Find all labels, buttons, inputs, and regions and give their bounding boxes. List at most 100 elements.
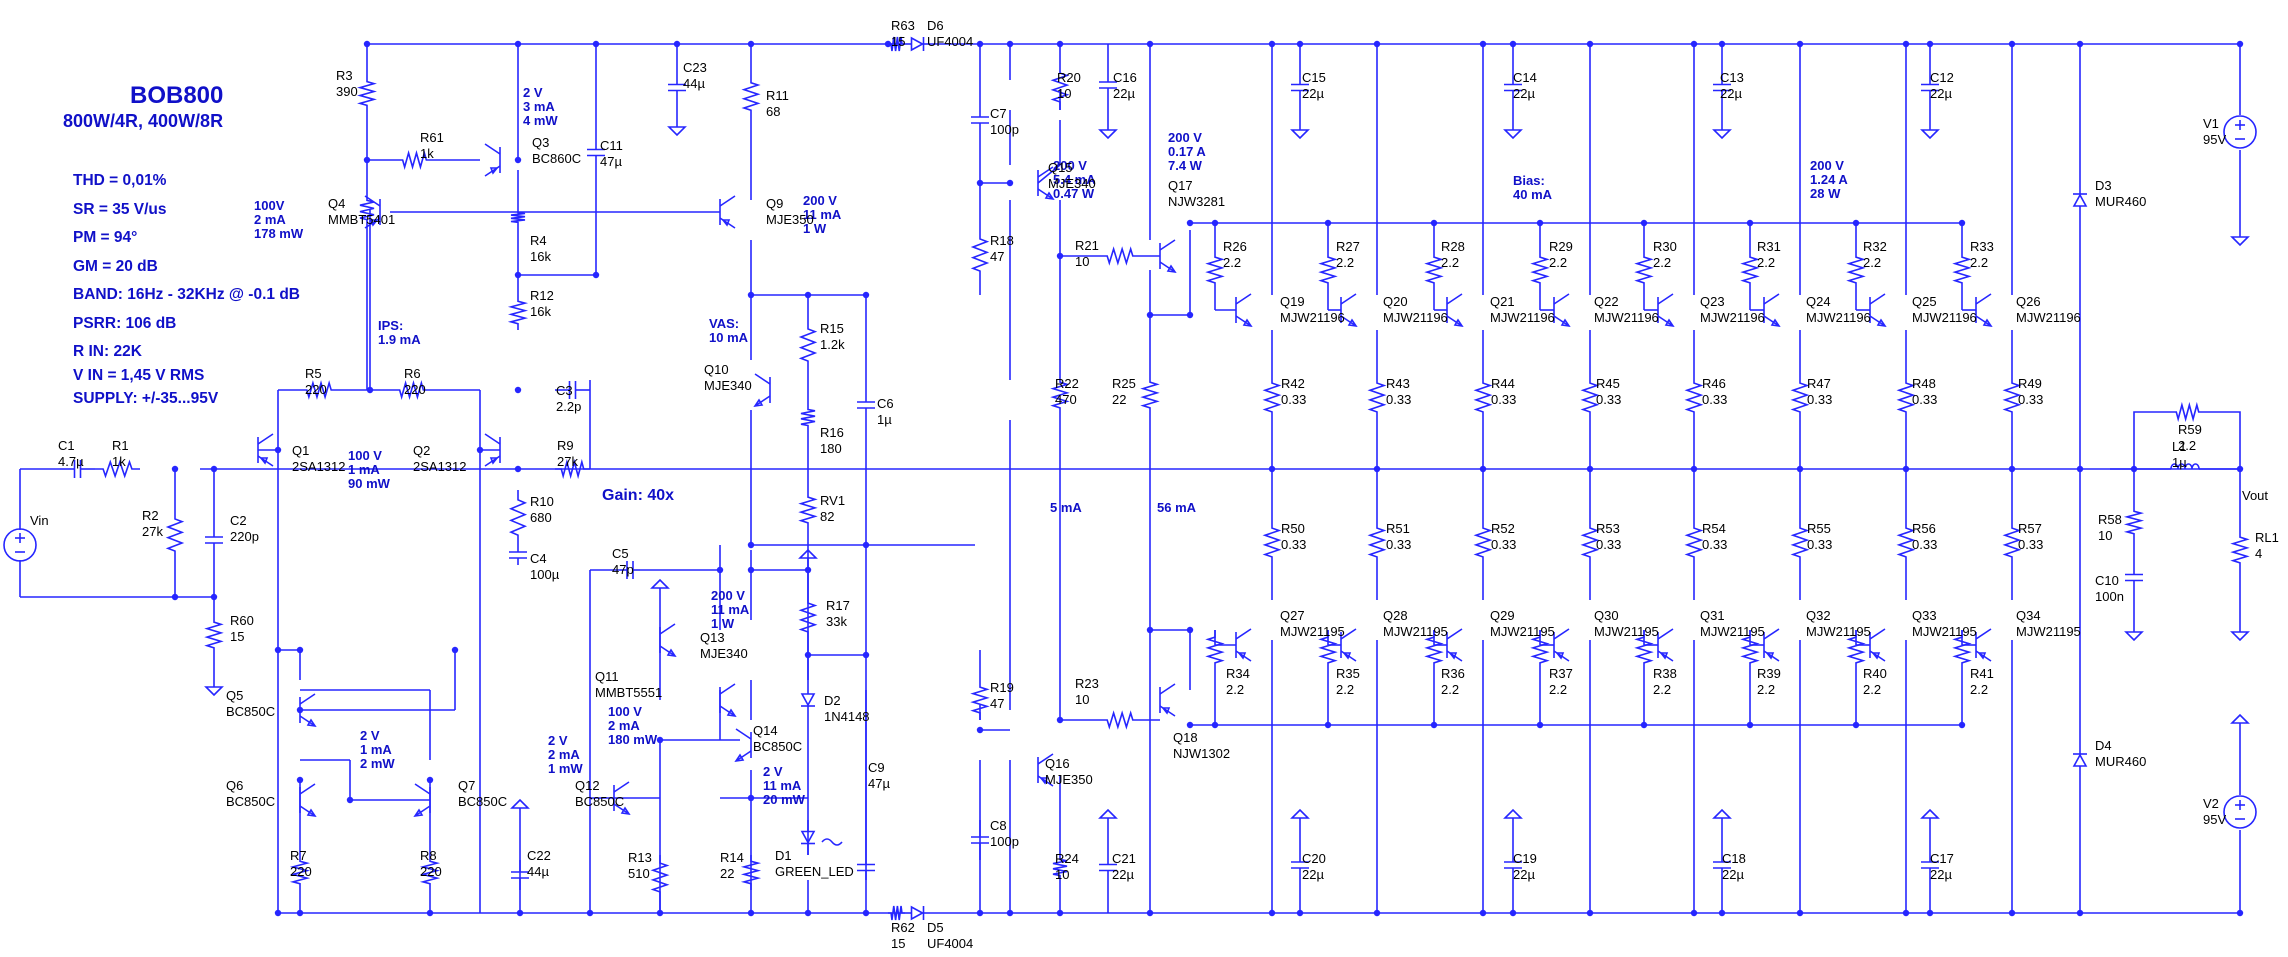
resistor-symbol [1473,520,1493,565]
component-value: 22µ [1112,867,1134,882]
component-value: 0.33 [1702,537,1727,552]
component-value: 15 [891,34,905,49]
resistor-zigzag [419,855,441,890]
capacitor-symbol [205,520,223,560]
component-ref: C17 [1930,851,1954,866]
component-value: 2.2 [1336,682,1354,697]
junction-dot [804,651,812,659]
junction-dot [171,593,179,601]
component-ref: Q19 [1280,294,1305,309]
supply-arrow [1920,808,1940,830]
transistor-collector [1159,683,1176,695]
junction-dot [1902,465,1910,473]
component-value: 470 [1055,392,1077,407]
junction-dot [1926,909,1934,917]
resistor-zigzag [1846,630,1866,670]
component-value: 15 [230,629,244,644]
source-circle [2223,795,2257,829]
component-ref: R10 [530,494,554,509]
transistor-symbol [1657,628,1674,662]
component-ref: R35 [1336,666,1360,681]
resistor-symbol [2170,401,2205,423]
operating-point-note: 1 mW [548,761,583,776]
component-ref: R25 [1112,376,1136,391]
operating-point-note: 1.9 mA [378,332,421,347]
capacitor-symbol [857,855,875,880]
transistor-collector [1975,293,1992,305]
junction-dot [2008,909,2016,917]
component-value: 47µ [868,776,890,791]
junction-dot [1479,40,1487,48]
component-value: 10 [1055,867,1069,882]
source-circle [2223,115,2257,149]
component-ref: Q7 [458,778,475,793]
component-ref: R48 [1912,376,1936,391]
ground-triangle [667,126,687,137]
junction-dot [747,40,755,48]
resistor-symbol [1896,520,1916,565]
junctions [171,40,2244,917]
junction-dot [976,726,984,734]
component-value: 2.2 [1757,255,1775,270]
resistor-symbol [1100,246,1140,266]
component-value: 22µ [1930,867,1952,882]
led-emission-icon [821,838,843,846]
component-ref: R15 [820,321,844,336]
subtitle: 800W/4R, 400W/8R [63,111,223,131]
diode-symbol [2072,745,2088,775]
component-value: MJW21195 [1912,624,1977,639]
transistor-arrow [1876,318,1887,328]
component-ref: Q13 [700,630,725,645]
junction-dot [2236,909,2244,917]
resistor-zigzag [1580,375,1600,420]
resistor-zigzag [1052,855,1068,880]
supply-arrow [1290,808,1310,830]
junction-dot [514,386,522,394]
resistor-zigzag [300,380,338,400]
resistor-symbol [2230,530,2250,570]
transistor-symbol [734,728,752,763]
resistor-zigzag [2002,520,2022,565]
operating-point-note: 7.4 W [1168,158,1203,173]
component-ref: C18 [1722,851,1746,866]
component-value: 1N4148 [824,709,870,724]
transistor-arrow [1982,318,1993,328]
component-ref: R63 [891,18,915,33]
resistor-zigzag [1530,250,1550,290]
resistor-symbol [1318,250,1338,290]
supply-triangle [650,578,670,589]
resistor-symbol [740,855,762,890]
component-ref: Q14 [753,723,778,738]
component-ref: R19 [990,680,1014,695]
component-value: 2.2 [1653,682,1671,697]
component-ref: R6 [404,366,421,381]
component-value: 220p [230,529,259,544]
ground-symbol [1503,118,1523,140]
transistor-collector [1037,753,1054,765]
component-value: UF4004 [927,34,973,49]
transistor-arrow [1770,318,1781,328]
component-value: 22µ [1113,86,1135,101]
operating-point-note: 200 V [803,193,837,208]
resistor-zigzag [2230,530,2250,570]
transistor-emitter [1037,188,1054,200]
transistor-arrow [259,457,269,465]
component-value: 2.2 [1441,255,1459,270]
junction-dot [2236,40,2244,48]
component-value: BC850C [458,794,507,809]
wire [2133,411,2170,469]
transistor-arrow [1342,652,1352,660]
component-ref: Q20 [1383,294,1408,309]
component-value: 2.2 [1653,255,1671,270]
component-value: 22µ [1722,867,1744,882]
component-ref: R14 [720,850,744,865]
junction-dot [747,909,755,917]
transistor-emitter [735,750,752,762]
resistor-symbol [1205,250,1225,290]
junction-dot [1796,909,1804,917]
component-ref: V1 [2203,116,2219,131]
resistor-zigzag [1100,710,1140,730]
component-value: MMBT5401 [328,212,395,227]
capacitor-symbol [555,381,590,399]
component-value: MUR460 [2095,194,2146,209]
